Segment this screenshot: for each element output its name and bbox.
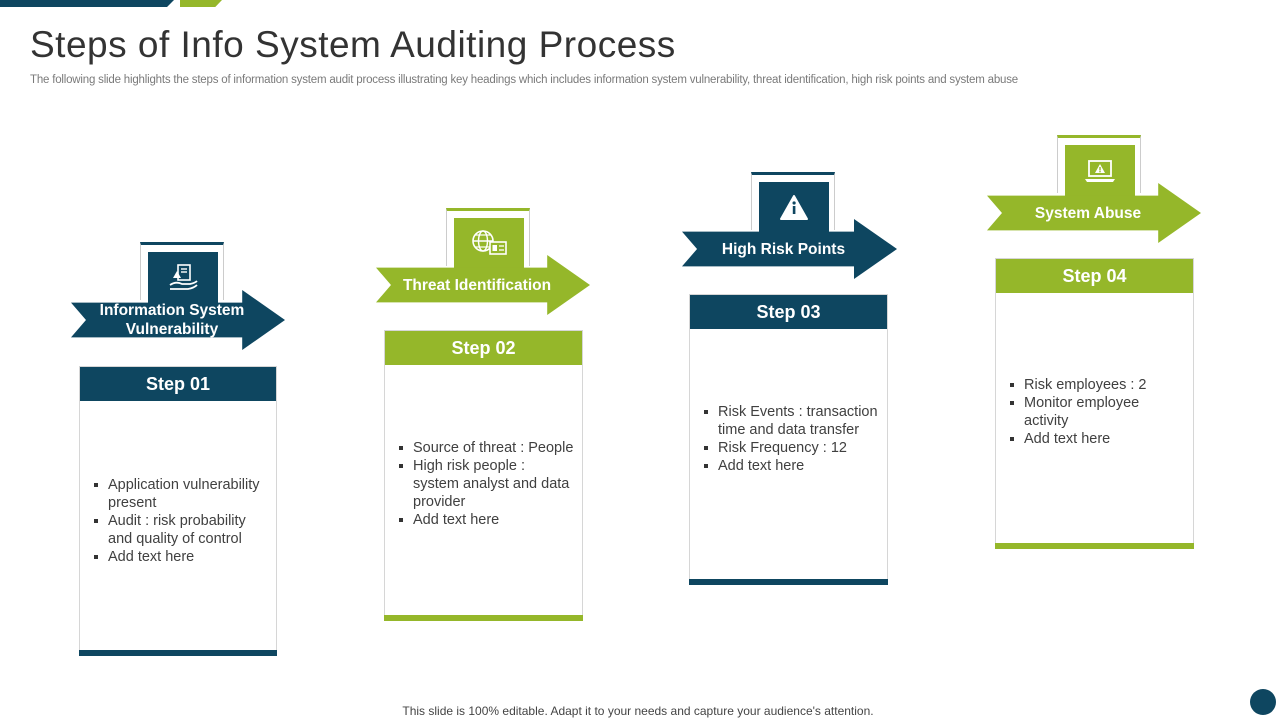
- step-04-card: Step 04 Risk employees : 2 Monitor emplo…: [995, 258, 1194, 549]
- step-01-icon-frame: [140, 242, 224, 303]
- list-item: Risk Events : transaction time and data …: [704, 403, 879, 439]
- list-item: Add text here: [399, 511, 574, 529]
- list-item: Monitor employee activity: [1010, 394, 1185, 430]
- step-01-heading: Information System Vulnerability: [99, 302, 245, 338]
- step-03-label: Step 03: [690, 295, 887, 329]
- step-03-card-footer-bar: [689, 579, 888, 585]
- step-04-heading: System Abuse: [1034, 204, 1142, 222]
- step-03-bullets: Risk Events : transaction time and data …: [704, 403, 879, 475]
- step-02-card: Step 02 Source of threat : People High r…: [384, 330, 583, 621]
- list-item: Add text here: [704, 457, 879, 475]
- step-04-bullets: Risk employees : 2 Monitor employee acti…: [1010, 376, 1185, 448]
- globe-id-card-icon: [454, 218, 524, 269]
- footer-note: This slide is 100% editable. Adapt it to…: [402, 704, 874, 718]
- top-accent-bar-green: [180, 0, 222, 7]
- page-subtitle: The following slide highlights the steps…: [30, 74, 1018, 86]
- list-item: Audit : risk probability and quality of …: [94, 512, 268, 548]
- step-01-label: Step 01: [80, 367, 276, 401]
- list-item: Add text here: [1010, 430, 1185, 448]
- step-02-bullets: Source of threat : People High risk peop…: [399, 439, 574, 529]
- step-02-icon-frame: [446, 208, 530, 269]
- corner-dot: [1250, 689, 1276, 715]
- step-03-card: Step 03 Risk Events : transaction time a…: [689, 294, 888, 585]
- list-item: Add text here: [94, 548, 268, 566]
- list-item: Risk employees : 2: [1010, 376, 1185, 394]
- hand-document-icon: [148, 252, 218, 303]
- step-01-bullets: Application vulnerability present Audit …: [94, 476, 268, 566]
- list-item: Risk Frequency : 12: [704, 439, 879, 457]
- step-04-icon-frame: [1057, 135, 1141, 196]
- step-02-card-footer-bar: [384, 615, 583, 621]
- step-04-card-footer-bar: [995, 543, 1194, 549]
- step-01-card: Step 01 Application vulnerability presen…: [79, 366, 277, 656]
- list-item: Source of threat : People: [399, 439, 574, 457]
- step-03-heading: High Risk Points: [721, 240, 846, 258]
- laptop-warning-icon: [1065, 145, 1135, 196]
- top-accent-bar-teal: [0, 0, 174, 7]
- step-02-heading: Threat Identification: [402, 276, 552, 294]
- list-item: High risk people : system analyst and da…: [399, 457, 574, 511]
- warning-info-icon: [759, 182, 829, 233]
- step-01-card-footer-bar: [79, 650, 277, 656]
- list-item: Application vulnerability present: [94, 476, 268, 512]
- step-04-label: Step 04: [996, 259, 1193, 293]
- step-02-label: Step 02: [385, 331, 582, 365]
- step-03-icon-frame: [751, 172, 835, 233]
- page-title: Steps of Info System Auditing Process: [30, 24, 676, 65]
